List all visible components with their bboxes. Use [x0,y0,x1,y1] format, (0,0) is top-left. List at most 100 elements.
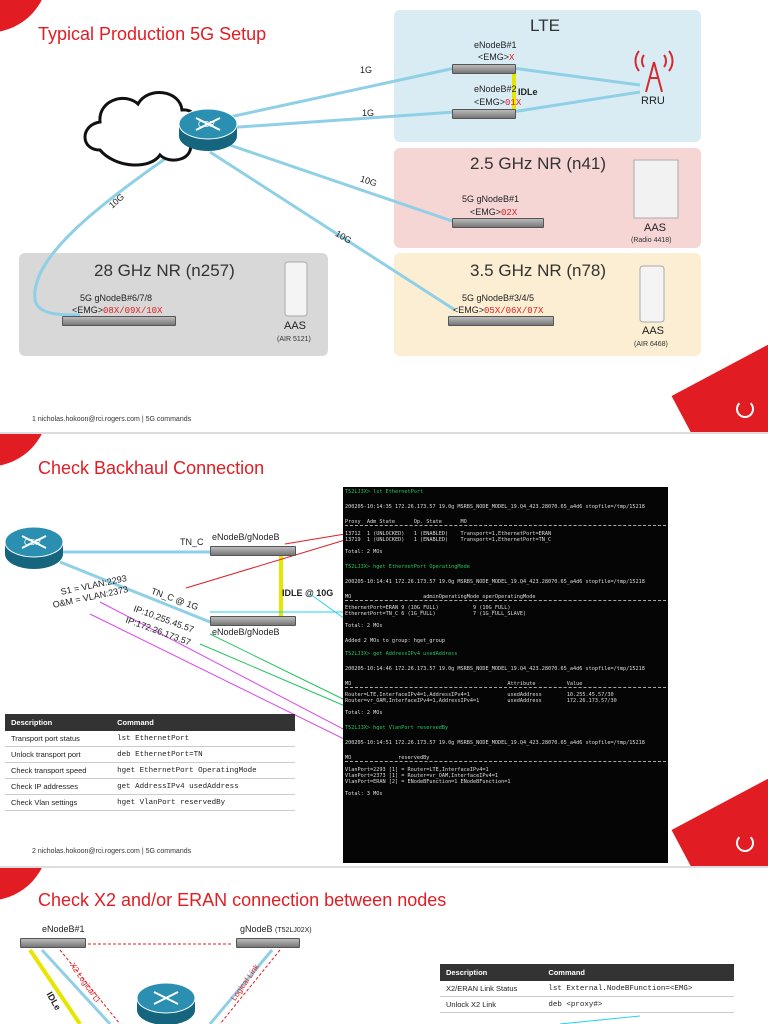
table-header: Command [111,714,295,731]
table-cell: hget EthernetPort OperatingMode [111,762,295,779]
n41-radio-label: (Radio 4418) [631,237,672,244]
table-cell: Check transport speed [5,762,112,779]
cloud-icon [83,91,201,167]
table-header: Command [542,964,734,981]
table-header: Description [5,714,112,731]
n257-emg: <EMG>08X/09X/10X [72,305,163,316]
table-cell: Check Vlan settings [5,794,112,811]
terminal-line: Total: 2 MOs [345,623,383,629]
tn-c-label: TN_C [180,537,204,547]
table-cell: deb EthernetPort=TN [111,746,295,763]
slide-footer: 1 nicholas.hokoon@rci.rogers.com | 5G co… [32,416,192,423]
n78-emg: <EMG>05X/06X/07X [453,305,544,316]
terminal-line: 13712 1 (UNLOCKED) 1 (ENABLED) Transport… [345,531,552,537]
link-10g-n78 [209,150,456,312]
terminal-line: EthernetPort=TN_C 6 (1G_FULL) 7 (1G_FULL… [345,611,527,617]
terminal-line: 200205-10:14:46 172.26.173.57 19.0g MSRB… [345,666,645,672]
table-cell: get AddressIPv4 usedAddress [111,778,295,795]
n78-radio-label: (AIR 6468) [634,341,668,348]
terminal-line: EthernetPort=ERAN 9 (10G_FULL) 9 (10G_FU… [345,605,511,611]
n257-node [62,316,176,326]
enb2-emg: <EMG>01X [474,97,522,108]
table-cell: deb <proxy#> [542,996,734,1013]
enb-label: eNodeB#1 [42,924,85,934]
terminal-line: Total: 3 MOs [345,791,383,797]
terminal-line: Added 2 MOs to group: hget_group [345,638,445,644]
idle-label: IDLE @ 10G [282,588,334,598]
link-enb2-rru [511,90,641,114]
terminal-line: Proxy Adm State Op. State MO [345,519,467,525]
link-1g-enb1 [224,66,456,120]
node-bottom-label: eNodeB/gNodeB [212,627,280,637]
terminal-line: 200205-10:14:35 172.26.173.57 19.0g MSRB… [345,504,645,510]
enb1-label: eNodeB#1 [474,40,517,50]
table-cell: X2/ERAN Link Status [440,981,543,997]
terminal-separator [345,525,666,526]
terminal-line: Router=LTE,InterfaceIPv4=1,AddressIPv4=1… [345,692,614,698]
n257-aas-label: AAS [284,320,307,332]
terminal-line: MO reservedBy [345,755,430,761]
n41-emg: <EMG>02X [470,207,518,218]
terminal-line: T52LJ3X> lst EthernetPort [345,489,424,495]
node-top [210,546,296,556]
rru-icon [634,50,674,93]
slide-title: Check X2 and/or ERAN connection between … [38,890,447,910]
terminal-line: MO adminOperatingMode operOperatingMode [345,594,536,600]
table-cell: Unlock X2 Link [440,996,543,1013]
terminal-line: Total: 2 MOs [345,710,383,716]
slide-title: Typical Production 5G Setup [38,24,267,44]
router-icon [136,982,196,1024]
enb1-emg: <EMG>X [478,52,515,63]
link-10g-n257 [33,143,186,317]
link-10g-n41 [214,138,456,224]
rru-label: RRU [641,95,665,107]
router-label: CSR [24,538,41,547]
terminal-separator [345,761,666,762]
terminal-line: MO Attribute Value [345,681,583,687]
enb-node [20,938,86,948]
lte-title: LTE [530,16,560,35]
table-cell: Check IP addresses [5,778,112,795]
table-cell: Unlock transport port [5,746,112,763]
terminal-separator [345,600,666,601]
terminal-line: 13719 1 (UNLOCKED) 1 (ENABLED) Transport… [345,537,552,543]
terminal-line: 200205-10:14:51 172.26.173.57 19.0g MSRB… [345,740,645,746]
rogers-logo-icon [736,834,754,852]
terminal-line: VlanPort=2293 [1] = Router=LTE,Interface… [345,767,489,773]
n41-aas-label: AAS [644,222,667,234]
table-cell: lst External.NodeBFunction=<EMG> [542,981,734,997]
idle-label: IDLe [518,87,538,97]
link-1g-enb2 [224,110,456,130]
table-header: Description [440,964,543,981]
n78-aas-label: AAS [642,325,665,337]
link-lines [33,50,679,323]
terminal-line: T52LJ3X> get AddressIPv4 usedAddress [345,651,458,657]
n78-gnb-label: 5G gNodeB#3/4/5 [462,293,535,303]
link-enb1-rru [511,66,641,87]
n41-node [452,218,544,228]
aas-n78-icon [639,265,665,323]
router-label: CSR [198,120,215,129]
terminal-line: Router=vr_OAM,InterfaceIPv4=1,AddressIPv… [345,698,617,704]
table-cell: Transport port status [5,731,112,747]
enb1-node [452,64,516,74]
slide-2: Check Backhaul Connection CSR TN_C eNode… [0,434,768,866]
n257-radio-label: (AIR 5121) [277,336,311,343]
aas-n257-icon [284,261,308,317]
n41-title: 2.5 GHz NR (n41) [470,154,607,173]
rogers-logo-icon [736,400,754,418]
node-top-label: eNodeB/gNodeB [212,532,280,542]
n257-gnb-label: 5G gNodeB#6/7/8 [80,293,153,303]
terminal-separator [345,687,666,688]
n78-title: 3.5 GHz NR (n78) [470,261,607,280]
link-label: 1G [360,65,373,75]
command-table: Description Command Transport port statu… [5,714,295,811]
aas-n41-icon [633,159,679,219]
enb2-node [452,109,516,119]
